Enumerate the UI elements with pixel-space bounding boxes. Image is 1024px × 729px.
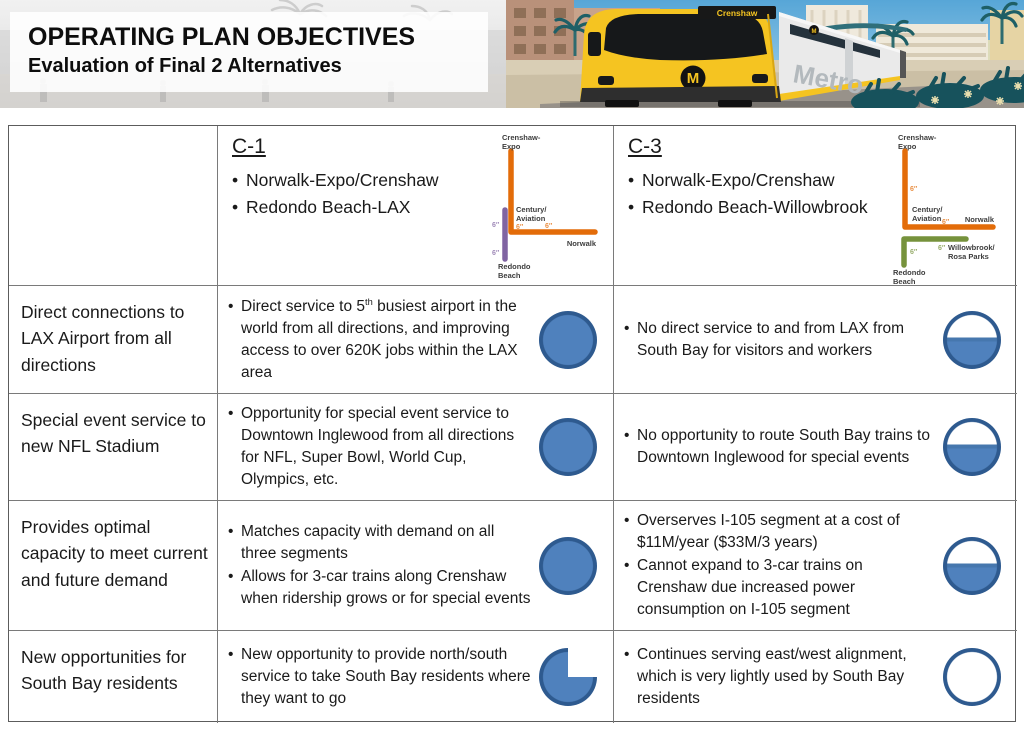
svg-text:Redondo: Redondo — [893, 268, 926, 277]
row-label-lax: Direct connections to LAX Airport from a… — [9, 286, 218, 394]
cell-c1-capacity: Matches capacity with demand on all thre… — [218, 501, 614, 631]
bullet-item: No opportunity to route South Bay trains… — [624, 425, 935, 469]
svg-text:Beach: Beach — [893, 277, 916, 285]
svg-text:6″: 6″ — [938, 245, 946, 252]
svg-text:6″: 6″ — [910, 186, 918, 193]
svg-text:Crenshaw-: Crenshaw- — [502, 133, 541, 142]
svg-text:M: M — [812, 29, 817, 35]
row-label-southbay: New opportunities for South Bay resident… — [9, 631, 218, 723]
cell-c1-southbay: New opportunity to provide north/south s… — [218, 631, 614, 723]
harvey-ball-three-quarter-icon — [539, 648, 597, 706]
svg-text:Willowbrook/: Willowbrook/ — [948, 243, 996, 252]
bullet-item: Cannot expand to 3-car trains on Crensha… — [624, 555, 935, 621]
harvey-ball-half-icon — [943, 418, 1001, 476]
c3-route-diagram: Crenshaw- Expo Century/ Aviation Norwalk… — [893, 133, 996, 285]
svg-text:Aviation: Aviation — [912, 214, 942, 223]
c3-willowbrook-line — [901, 236, 969, 268]
row-label-nfl: Special event service to new NFL Stadium — [9, 394, 218, 501]
page-title: OPERATING PLAN OBJECTIVES — [28, 23, 416, 51]
svg-text:Norwalk: Norwalk — [567, 239, 597, 248]
harvey-ball-half-icon — [943, 536, 1001, 595]
table-corner-cell — [9, 126, 218, 286]
harvey-ball-full-icon — [539, 418, 597, 476]
c1-route-diagram: Crenshaw- Expo Century/ Aviation Norwalk… — [492, 133, 598, 280]
cell-c3-capacity: Overserves I-105 segment at a cost of $1… — [614, 501, 1017, 631]
header-banner: Metro M Crenshaw M OPERATING PLAN OBJECT… — [0, 0, 1024, 108]
row-label-capacity: Provides optimal capacity to meet curren… — [9, 501, 218, 631]
alt-c3-title: C-3 — [628, 135, 662, 158]
cell-c3-nfl: No opportunity to route South Bay trains… — [614, 394, 1017, 501]
cell-c3-southbay: Continues serving east/west alignment, w… — [614, 631, 1017, 723]
svg-text:Redondo: Redondo — [498, 262, 531, 271]
bullet-item: Direct service to 5th busiest airport in… — [228, 296, 531, 384]
alt-c1-header-cell: C-1 Norwalk-Expo/Crenshaw Redondo Beach-… — [218, 126, 614, 286]
alt-c3-bullet: Redondo Beach-Willowbrook — [626, 194, 1017, 221]
alt-c3-bullet: Norwalk-Expo/Crenshaw — [626, 167, 1017, 194]
c1-norwalk-line — [508, 148, 598, 235]
svg-text:6″: 6″ — [492, 250, 500, 257]
svg-text:6″: 6″ — [942, 219, 950, 226]
alt-c1-bullet: Redondo Beach-LAX — [230, 194, 613, 221]
svg-text:Beach: Beach — [498, 271, 521, 280]
svg-text:6″: 6″ — [492, 222, 500, 229]
svg-text:6″: 6″ — [516, 224, 524, 231]
cell-c1-nfl: Opportunity for special event service to… — [218, 394, 614, 501]
harvey-ball-half-icon — [943, 310, 1001, 369]
train-logo: M — [687, 70, 700, 87]
alt-c3-header-cell: C-3 Norwalk-Expo/Crenshaw Redondo Beach-… — [614, 126, 1017, 286]
cell-c3-lax: No direct service to and from LAX from S… — [614, 286, 1017, 394]
bullet-item: New opportunity to provide north/south s… — [228, 644, 531, 710]
svg-text:6″: 6″ — [910, 249, 918, 256]
harvey-ball-empty-icon — [943, 648, 1001, 706]
svg-text:Norwalk: Norwalk — [965, 215, 995, 224]
bullet-item: Overserves I-105 segment at a cost of $1… — [624, 510, 935, 554]
train-destination-sign: Crenshaw — [717, 8, 758, 18]
svg-text:6″: 6″ — [545, 223, 553, 230]
page-subtitle: Evaluation of Final 2 Alternatives — [28, 55, 342, 77]
alt-c3-bullets: Norwalk-Expo/Crenshaw Redondo Beach-Will… — [626, 167, 1017, 221]
svg-text:Rosa Parks: Rosa Parks — [948, 252, 989, 261]
svg-text:Century/: Century/ — [912, 205, 943, 214]
svg-text:Expo: Expo — [898, 142, 917, 151]
bullet-item: Allows for 3-car trains along Crenshaw w… — [228, 566, 531, 610]
evaluation-table: C-1 Norwalk-Expo/Crenshaw Redondo Beach-… — [8, 125, 1017, 723]
svg-text:Century/: Century/ — [516, 205, 547, 214]
svg-text:Aviation: Aviation — [516, 214, 546, 223]
title-box: OPERATING PLAN OBJECTIVES Evaluation of … — [10, 12, 488, 92]
harvey-ball-full-icon — [539, 310, 597, 369]
cell-c1-lax: Direct service to 5th busiest airport in… — [218, 286, 614, 394]
harvey-ball-full-icon — [539, 536, 597, 595]
c3-norwalk-line — [902, 148, 996, 230]
alt-c1-title: C-1 — [232, 135, 266, 158]
svg-text:Crenshaw-: Crenshaw- — [898, 133, 937, 142]
bullet-item: Opportunity for special event service to… — [228, 403, 531, 491]
alt-c1-bullets: Norwalk-Expo/Crenshaw Redondo Beach-LAX — [230, 167, 613, 221]
bullet-item: No direct service to and from LAX from S… — [624, 318, 935, 362]
bullet-item: Continues serving east/west alignment, w… — [624, 644, 935, 710]
svg-text:Expo: Expo — [502, 142, 521, 151]
bullet-item: Matches capacity with demand on all thre… — [228, 521, 531, 565]
alt-c1-bullet: Norwalk-Expo/Crenshaw — [230, 167, 613, 194]
